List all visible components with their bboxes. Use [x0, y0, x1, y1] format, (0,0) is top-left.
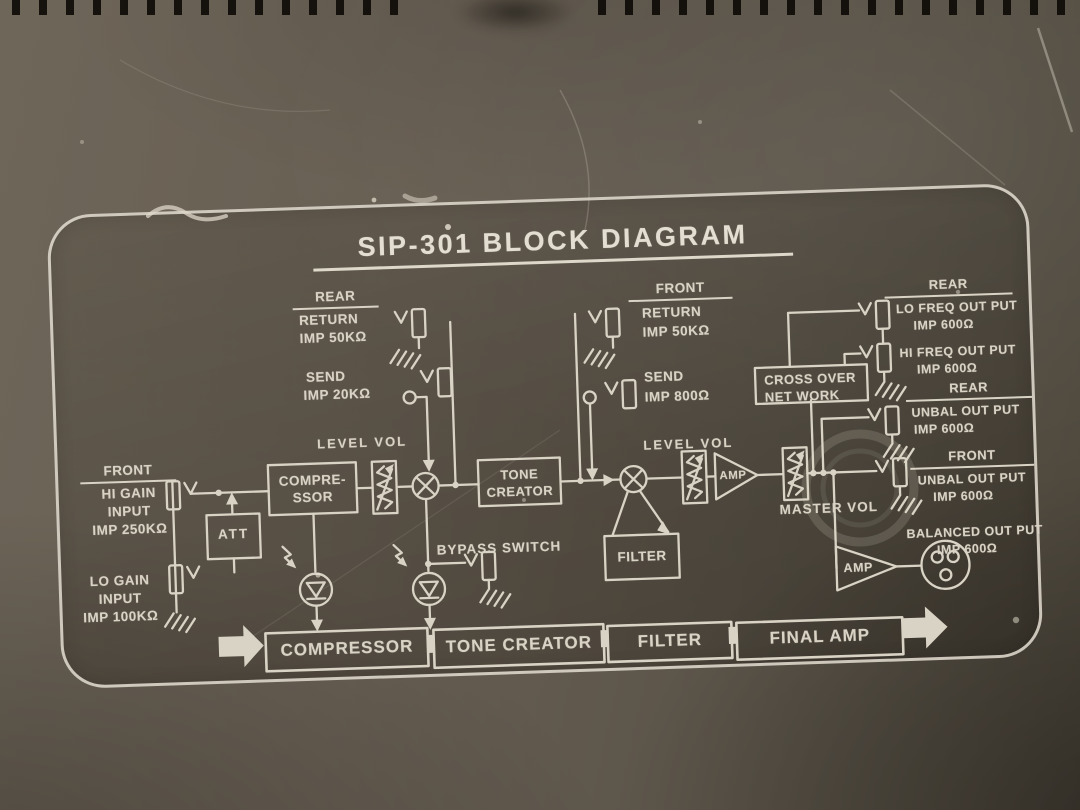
att-block: [205, 492, 263, 574]
rear-loop-heading: REAR: [292, 287, 379, 311]
master-vol-pot: [781, 446, 810, 502]
mixer-1: [411, 471, 440, 501]
tone-creator-label-l2: CREATOR: [486, 482, 554, 500]
level-vol-2-label: LEVEL VOL: [643, 434, 734, 453]
rear-freq-heading: REAR: [883, 274, 1013, 299]
wire-mixer2-pot2: [645, 476, 684, 480]
front-send-label: SEND: [643, 368, 684, 385]
compressor-label-l2: SSOR: [292, 489, 334, 506]
rear-send-label: SEND: [305, 368, 346, 385]
crossover-label: CROSS OVER NET WORK: [764, 369, 857, 406]
rear-unbal-heading: REAR: [905, 377, 1033, 403]
circuit-artwork: [163, 299, 971, 673]
banner-compressor: COMPRESSOR: [280, 636, 414, 660]
lens-smudge: [430, 0, 600, 42]
mixer-2: [619, 464, 648, 494]
final-amp-output: [832, 471, 971, 592]
tone-led-bypass: [392, 497, 512, 630]
diagram-plate: SIP-301 BLOCK DIAGRAM REAR RETURN IMP 50…: [46, 182, 1044, 690]
inputs-heading: FRONT: [79, 461, 177, 485]
rear-send-imp: IMP 20KΩ: [303, 385, 371, 403]
tone-creator-label: TONE CREATOR: [478, 465, 561, 502]
input-jacks: [163, 479, 270, 634]
lo-freq-imp: IMP 600Ω: [913, 316, 975, 333]
hi-freq-imp: IMP 600Ω: [916, 360, 978, 377]
filter-label: FILTER: [617, 548, 667, 565]
rear-return-imp: IMP 50KΩ: [299, 328, 367, 347]
amp-1-triangle: [713, 452, 759, 501]
crossover-block: [753, 299, 908, 475]
front-unbal-heading: FRONT: [909, 445, 1035, 470]
front-send-imp: IMP 800Ω: [644, 387, 710, 405]
level-vol-1-label: LEVEL VOL: [316, 433, 408, 452]
xlr-connector: [920, 539, 971, 590]
crossover-label-l2: NET WORK: [764, 387, 840, 405]
tone-creator-block: [476, 456, 622, 508]
flow-banner: [218, 606, 948, 673]
front-unbal-imp: IMP 600Ω: [933, 488, 994, 505]
amp-2-triangle: [834, 545, 898, 592]
rear-return-label: RETURN: [298, 311, 359, 329]
rear-unbal-imp: IMP 600Ω: [913, 420, 975, 437]
crossover-label-l1: CROSS OVER: [764, 369, 857, 388]
front-loop-jacks: [573, 307, 638, 482]
level-vol-2-pot: [680, 449, 709, 505]
vent-slots-left: [12, 0, 404, 15]
unbal-outputs: [820, 405, 923, 516]
att-label: ATT: [217, 525, 250, 542]
vent-slots-right: [598, 0, 1068, 15]
amp-2-label: AMP: [843, 560, 874, 576]
front-loop-heading: FRONT: [627, 278, 733, 303]
banner-arrow-right: [902, 606, 948, 649]
banner-tone-creator: TONE CREATOR: [445, 632, 593, 657]
compressor-led: [281, 512, 334, 632]
rear-loop-jacks: [388, 307, 457, 487]
compressor-label: COMPRE- SSOR: [268, 470, 357, 507]
front-return-imp: IMP 50KΩ: [642, 322, 710, 340]
front-return-label: RETURN: [641, 303, 702, 321]
compressor-label-l1: COMPRE-: [278, 471, 347, 489]
banner-arrow-left: [218, 625, 264, 668]
filter-block: [603, 489, 681, 582]
amp-1-label: AMP: [719, 469, 747, 483]
wire-master-out: [806, 469, 878, 475]
balanced-imp: IMP 600Ω: [936, 541, 998, 558]
